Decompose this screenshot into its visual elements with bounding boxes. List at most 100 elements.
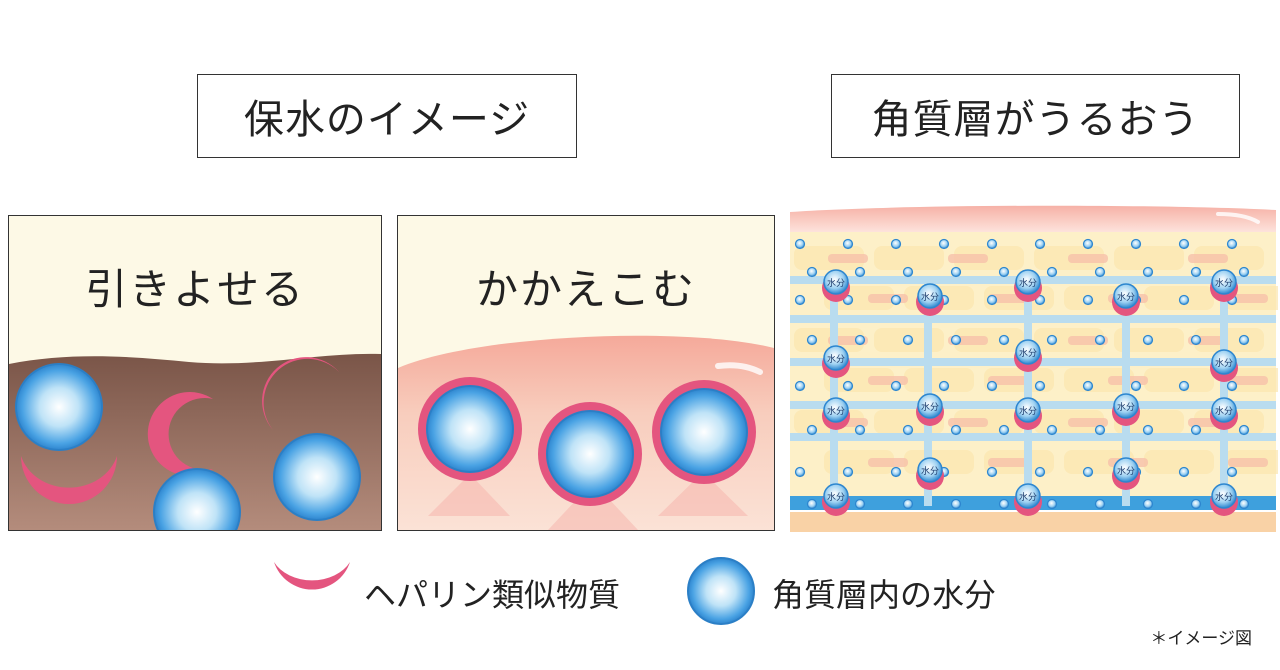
water-badge-label: 水分 — [921, 291, 939, 303]
water-droplet — [660, 388, 748, 476]
panel-enclose-label: かかえこむ — [475, 265, 696, 314]
corneocyte-cell — [904, 368, 974, 392]
water-dot — [1178, 380, 1190, 392]
water-badge-label: 水分 — [1215, 357, 1233, 369]
water-dot — [1046, 498, 1058, 510]
corneocyte-cell — [1144, 450, 1214, 474]
water-badge-label: 水分 — [1019, 491, 1037, 503]
heparin-crescent — [147, 392, 213, 476]
water-dot — [890, 380, 902, 392]
legend-heparin-label: ヘパリン類似物質 — [364, 576, 621, 614]
water-dot — [854, 266, 866, 278]
water-channel — [790, 433, 1276, 441]
lipid-band — [868, 376, 908, 385]
water-dot — [1226, 466, 1238, 478]
water-dot — [1082, 294, 1094, 306]
water-dot — [902, 424, 914, 436]
lipid-band — [948, 418, 988, 427]
water-badge-label: 水分 — [1215, 277, 1233, 289]
water-dot — [986, 380, 998, 392]
water-dot — [794, 238, 806, 250]
stratum-corneum-diagram: 水分水分水分水分水分水分水分水分水分水分水分水分水分水分水分水分水分水分 — [788, 200, 1278, 532]
water-badge-label: 水分 — [1019, 277, 1037, 289]
water-badge-label: 水分 — [1117, 465, 1135, 477]
water-dot — [842, 466, 854, 478]
water-dot — [998, 334, 1010, 346]
image-note: ＊イメージ図 — [1150, 629, 1252, 649]
water-dot — [950, 498, 962, 510]
water-dot — [1238, 266, 1250, 278]
water-droplet — [546, 410, 634, 498]
lipid-band — [1188, 254, 1228, 263]
water-droplet — [917, 283, 943, 309]
water-droplet — [823, 269, 849, 295]
water-dot — [890, 238, 902, 250]
water-droplet — [1113, 457, 1139, 483]
panel-draw-in-label: 引きよせる — [84, 265, 305, 314]
water-channel — [924, 276, 932, 506]
water-droplet — [1113, 283, 1139, 309]
water-droplet — [1211, 483, 1237, 509]
water-dot — [1190, 266, 1202, 278]
water-dot — [938, 380, 950, 392]
water-badge-label: 水分 — [921, 401, 939, 413]
water-dot — [1226, 238, 1238, 250]
water-dot — [1082, 380, 1094, 392]
water-droplet — [153, 468, 241, 530]
corneocyte-cell — [1144, 286, 1214, 310]
water-droplet — [15, 363, 103, 451]
water-badge-label: 水分 — [1019, 347, 1037, 359]
water-badge-label: 水分 — [921, 465, 939, 477]
lipid-band — [988, 458, 1028, 467]
water-dot — [1046, 334, 1058, 346]
lipid-band — [1068, 418, 1108, 427]
corneocyte-cell — [824, 450, 894, 474]
water-dot — [1142, 266, 1154, 278]
water-badge-label: 水分 — [1117, 291, 1135, 303]
water-dot — [806, 498, 818, 510]
water-dot — [1094, 334, 1106, 346]
water-dot — [1178, 294, 1190, 306]
legend-water-label: 角質層内の水分 — [772, 576, 997, 614]
water-dot — [794, 380, 806, 392]
lipid-band — [988, 376, 1028, 385]
water-badge-label: 水分 — [827, 405, 845, 417]
water-droplet — [1211, 397, 1237, 423]
water-dot — [1034, 466, 1046, 478]
water-channel — [830, 276, 838, 506]
water-dot — [1190, 334, 1202, 346]
water-dot — [1190, 424, 1202, 436]
corneocyte-cell — [1064, 368, 1134, 392]
water-droplet — [1015, 269, 1041, 295]
water-droplet — [917, 457, 943, 483]
water-badge-label: 水分 — [827, 277, 845, 289]
water-channel — [1220, 276, 1228, 506]
title-stratum-moist: 角質層がうるおう — [831, 74, 1240, 158]
water-droplet — [1015, 397, 1041, 423]
water-dot — [1046, 266, 1058, 278]
water-dot — [1238, 424, 1250, 436]
water-droplet — [1015, 483, 1041, 509]
corneocyte-cell — [954, 328, 1024, 352]
water-dot — [950, 266, 962, 278]
water-dot — [842, 380, 854, 392]
heparin-legend-icon — [274, 562, 350, 590]
water-badge-label: 水分 — [1215, 491, 1233, 503]
water-dot — [1142, 424, 1154, 436]
title-moisture-image: 保水のイメージ — [197, 74, 577, 158]
lipid-band — [868, 294, 908, 303]
water-droplet — [823, 345, 849, 371]
water-dot — [902, 334, 914, 346]
water-dot — [998, 266, 1010, 278]
panel-enclose: かかえこむ — [397, 215, 775, 531]
water-dot — [1034, 380, 1046, 392]
water-badge-label: 水分 — [827, 353, 845, 365]
water-droplet — [273, 433, 361, 521]
water-dot — [986, 294, 998, 306]
water-dot — [890, 466, 902, 478]
lipid-band — [868, 458, 908, 467]
water-badge-label: 水分 — [1117, 401, 1135, 413]
water-channel — [790, 315, 1276, 323]
water-droplet — [823, 397, 849, 423]
water-dot — [806, 334, 818, 346]
